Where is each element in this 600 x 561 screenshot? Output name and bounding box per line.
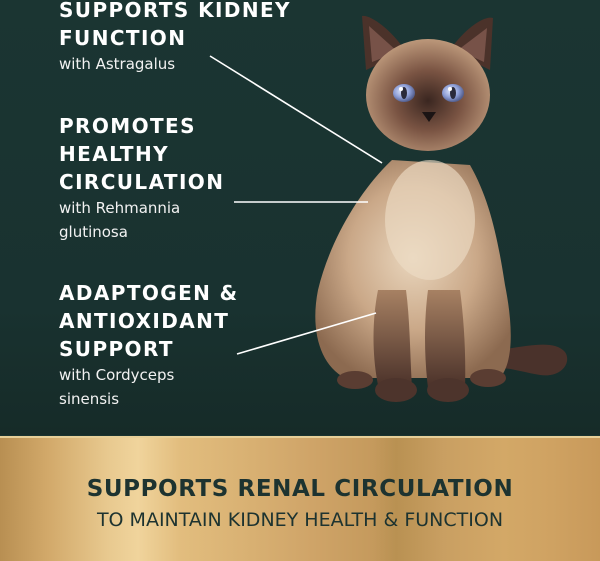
benefit-subtitle: with Cordyceps sinensis (59, 366, 175, 408)
benefit-title: PROMOTES HEALTHY CIRCULATION (59, 114, 225, 194)
benefit-kidney-function: SUPPORTS KIDNEY FUNCTION with Astragalus (59, 0, 291, 76)
benefit-title: ADAPTOGEN & ANTIOXIDANT SUPPORT (59, 281, 239, 361)
benefit-title: SUPPORTS KIDNEY FUNCTION (59, 0, 291, 50)
gold-banner: SUPPORTS RENAL CIRCULATION TO MAINTAIN K… (0, 436, 600, 561)
benefit-subtitle: with Rehmannia glutinosa (59, 199, 181, 241)
benefit-adaptogen-antioxidant: ADAPTOGEN & ANTIOXIDANT SUPPORT with Cor… (59, 279, 238, 411)
banner-subline: TO MAINTAIN KIDNEY HEALTH & FUNCTION (96, 509, 504, 531)
benefits-panel: SUPPORTS KIDNEY FUNCTION with Astragalus… (0, 0, 600, 435)
benefit-subtitle: with Astragalus (59, 55, 176, 73)
benefit-healthy-circulation: PROMOTES HEALTHY CIRCULATION with Rehman… (59, 112, 224, 244)
banner-headline: SUPPORTS RENAL CIRCULATION (86, 476, 514, 502)
cat-image (315, 15, 568, 402)
